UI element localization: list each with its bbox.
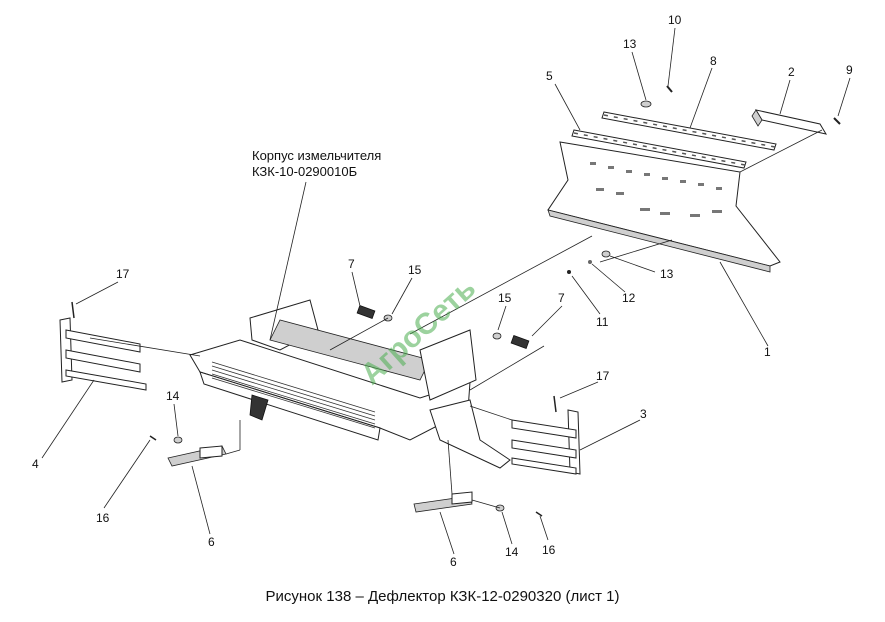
figure-caption: Рисунок 138 – Дефлектор КЗК-12-0290320 (…	[265, 588, 620, 605]
part-13-washer-top	[640, 100, 652, 108]
part-15-washer-right	[492, 332, 502, 340]
callout-13: 13	[623, 37, 637, 51]
callout-10: 10	[668, 13, 682, 27]
callout-6: 6	[450, 555, 457, 569]
part-17-pin-right	[553, 395, 557, 413]
exploded-view-drawing: 10 13 8 2 9 5 13 12 11 1 7 15 15 7 17 17…	[32, 13, 853, 569]
part-2-bracket	[751, 109, 828, 135]
callout-8: 8	[710, 54, 717, 68]
callout-1: 1	[764, 345, 771, 359]
callout-3: 3	[640, 407, 647, 421]
callout-17: 17	[116, 267, 130, 281]
callout-2: 2	[788, 65, 795, 79]
part-8-strip	[601, 111, 777, 151]
callout-12: 12	[622, 291, 636, 305]
part-3-side-rail	[511, 409, 581, 475]
callout-11: 11	[596, 315, 609, 329]
callout-16: 16	[96, 511, 110, 525]
part-1-deflector-plate	[547, 141, 781, 273]
callout-13: 13	[660, 267, 674, 281]
part-7-spring-right	[510, 334, 530, 350]
callouts: 10 13 8 2 9 5 13 12 11 1 7 15 15 7 17 17…	[32, 13, 853, 569]
assembly-label: Корпус измельчителя КЗК-10-0290010Б	[252, 148, 381, 179]
callout-6: 6	[208, 535, 215, 549]
part-11-12-13-hardware	[567, 250, 611, 274]
callout-9: 9	[846, 63, 853, 77]
callout-5: 5	[546, 69, 553, 83]
part-4-side-rail	[59, 317, 147, 391]
callout-14: 14	[505, 545, 519, 559]
callout-4: 4	[32, 457, 39, 471]
part-6-bracket-right	[413, 491, 473, 513]
callout-14: 14	[166, 389, 180, 403]
part-6-bracket-left	[167, 445, 227, 467]
callout-17: 17	[596, 369, 610, 383]
part-10-bolt	[666, 85, 673, 93]
assembly-lines	[89, 129, 823, 509]
assembly-label-line2: КЗК-10-0290010Б	[252, 164, 357, 179]
part-9-bolt	[833, 117, 841, 125]
callout-7: 7	[558, 291, 565, 305]
callout-16: 16	[542, 543, 556, 557]
part-5-strip	[571, 129, 747, 169]
callout-leaders	[41, 27, 851, 555]
callout-15: 15	[408, 263, 422, 277]
part-7-spring-left	[356, 304, 376, 320]
chopper-housing	[189, 299, 511, 469]
part-17-pin-left	[71, 301, 75, 319]
callout-15: 15	[498, 291, 512, 305]
part-14-16-hardware-left	[149, 435, 183, 444]
assembly-label-line1: Корпус измельчителя	[252, 148, 381, 163]
callout-7: 7	[348, 257, 355, 271]
